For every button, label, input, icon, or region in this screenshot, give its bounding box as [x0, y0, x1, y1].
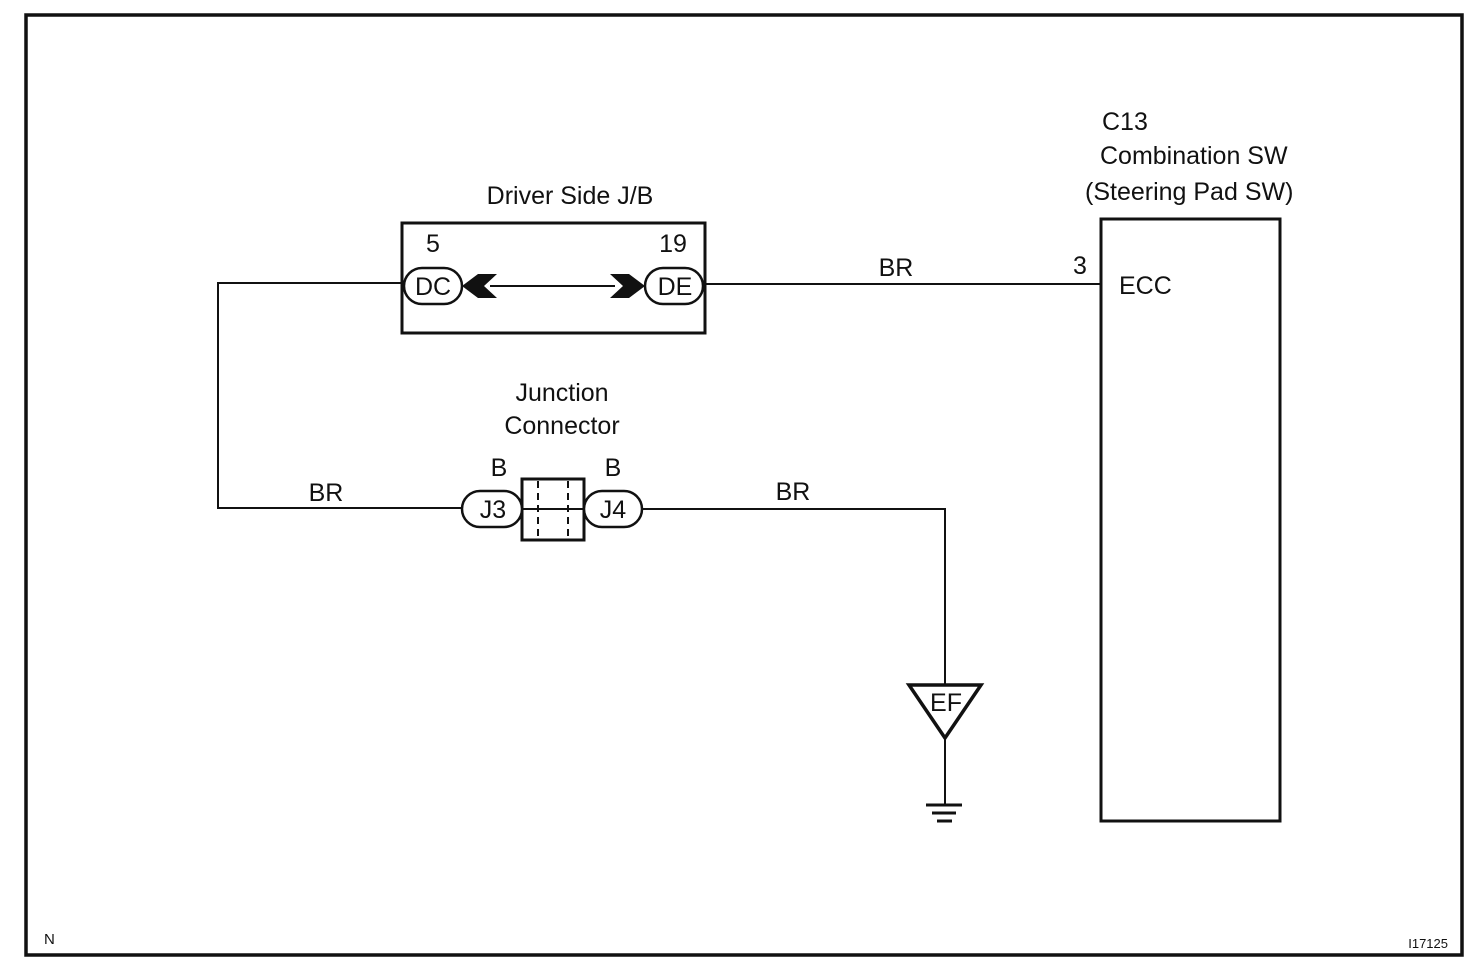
ground-point-label: EF [930, 689, 962, 717]
wire-jb-to-j3 [217, 282, 462, 509]
driver-jb-left-pin-number: 5 [426, 230, 440, 258]
ground-point: EF [905, 683, 985, 823]
connector-j3 [460, 489, 524, 529]
connector-dc-label: DC [415, 273, 451, 301]
connector-dc-chevron-icon [462, 274, 497, 298]
wire-jb-to-j3-color: BR [309, 479, 344, 507]
connector-de-chevron-icon [610, 274, 645, 298]
ground-icon [926, 803, 962, 823]
combination-sw-terminal: ECC [1119, 272, 1172, 300]
driver-jb-box [400, 221, 707, 335]
combination-sw-subname: (Steering Pad SW) [1085, 178, 1293, 206]
junction-connector: Junction Connector B B J3 J4 [460, 379, 644, 542]
combination-switch: C13 Combination SW (Steering Pad SW) 3 E… [1073, 108, 1293, 823]
corner-code: N [44, 931, 55, 948]
combination-sw-box [1099, 217, 1282, 823]
connector-j4-label: J4 [600, 496, 627, 524]
combination-sw-code: C13 [1102, 108, 1148, 136]
driver-jb-title: Driver Side J/B [487, 182, 654, 210]
driver-jb-right-pin-number: 19 [659, 230, 687, 258]
figure-id: I17125 [1408, 936, 1448, 951]
combination-sw-pin-number: 3 [1073, 252, 1087, 280]
junction-connector-title-line2: Connector [504, 412, 619, 440]
junction-connector-title-line1: Junction [515, 379, 608, 407]
diagram-frame [24, 13, 1464, 957]
wire-jb-to-ecc-color: BR [879, 254, 914, 282]
junction-j4-wire-color: B [605, 454, 622, 482]
connector-de-label: DE [658, 273, 693, 301]
connector-j3-label: J3 [480, 496, 506, 524]
driver-side-junction-block: Driver Side J/B 5 19 DC DE [400, 182, 707, 335]
wire-j4-to-ground [642, 508, 946, 685]
combination-sw-name: Combination SW [1100, 142, 1288, 170]
ground-point-triangle-icon [905, 683, 985, 742]
junction-j3-wire-color: B [491, 454, 508, 482]
wire-j4-to-ground-color: BR [776, 478, 811, 506]
